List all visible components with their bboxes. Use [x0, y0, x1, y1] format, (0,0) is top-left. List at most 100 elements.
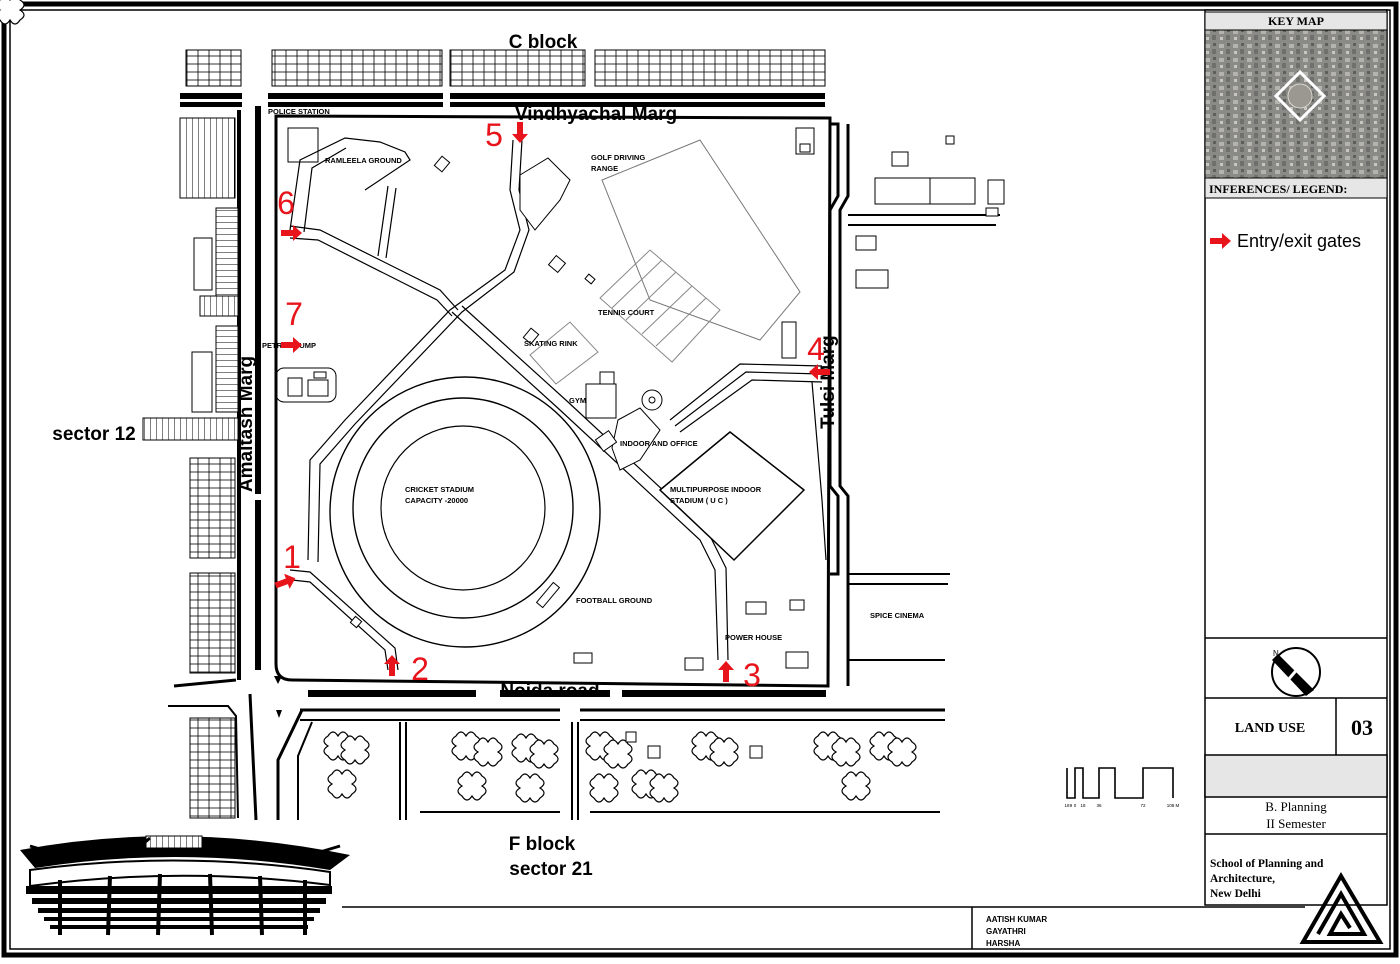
- entry-exit-gates: 1 2 3 4 5 6 7: [274, 117, 830, 693]
- north-arrow-icon: N: [1271, 647, 1321, 697]
- cricket-label-line2: CAPACITY -20000: [405, 496, 468, 505]
- building-block: [179, 117, 236, 199]
- sector-12-label: sector 12: [52, 424, 135, 445]
- football-ground-label: FOOTBALL GROUND: [576, 596, 653, 605]
- school-line1: School of Planning and: [1210, 858, 1324, 870]
- course-line2: II Semester: [1266, 816, 1326, 831]
- road-edge: [255, 106, 261, 494]
- legend-item-gates-label: Entry/exit gates: [1237, 231, 1361, 251]
- c-block-label: C block: [509, 32, 578, 53]
- sector-21-label: sector 21: [509, 859, 593, 880]
- gate-number-2: 2: [411, 651, 429, 687]
- gym-building: [585, 383, 617, 419]
- multipurpose-stadium: [658, 431, 806, 562]
- legend-title: INFERENCES/ LEGEND:: [1209, 182, 1347, 196]
- gate-arrow-icon: [384, 655, 400, 676]
- building-block: [271, 49, 443, 87]
- cricket-label-line1: CRICKET STADIUM: [405, 485, 474, 494]
- building-block: [215, 325, 239, 413]
- scale-label: 0: [1074, 803, 1077, 808]
- road-edge: [255, 500, 261, 670]
- f-block-label: F block: [509, 834, 576, 855]
- spice-cinema-label: SPICE CINEMA: [870, 611, 925, 620]
- tennis-court-label: TENNIS COURT: [598, 308, 655, 317]
- building-block: [142, 417, 239, 441]
- right-panel: KEY MAP INFERENCES/ LEGEND: Entry/exit g…: [1204, 9, 1388, 944]
- road-edge: [450, 93, 825, 99]
- amaltash-marg-label: Amaltash Marg: [236, 356, 257, 492]
- building-block: [189, 572, 236, 674]
- stadium-logo-icon: [20, 835, 350, 936]
- building-block: [193, 237, 213, 291]
- scale-label: 18: [1064, 803, 1070, 808]
- golf-label-line1: GOLF DRIVING: [591, 153, 645, 162]
- police-station-label: POLICE STATION: [268, 107, 330, 116]
- author-2: GAYATHRI: [986, 927, 1026, 936]
- school-line2: Architecture,: [1210, 873, 1275, 885]
- golf-label-line2: RANGE: [591, 164, 618, 173]
- gate-number-4: 4: [807, 331, 825, 367]
- tulsi-marg-label: Tulsi Marg: [818, 335, 839, 429]
- gate-arrow-icon: [512, 122, 528, 143]
- cricket-stadium: [329, 376, 601, 648]
- building-block: [199, 295, 239, 317]
- building-block: [191, 351, 213, 413]
- tree-clusters: [0, 0, 917, 803]
- scale-label: 108 M: [1167, 803, 1180, 808]
- author-3: HARSHA: [986, 939, 1020, 948]
- road-edge: [237, 110, 241, 680]
- gym-label: GYM: [569, 396, 586, 405]
- gate-arrow-icon: [809, 364, 830, 380]
- sheet-number: 03: [1351, 715, 1373, 740]
- gate-arrow-icon: [274, 573, 296, 589]
- power-house-label: POWER HOUSE: [725, 633, 782, 642]
- scale-label: 18: [1080, 803, 1086, 808]
- gate-arrow-icon: [718, 661, 734, 682]
- school-line3: New Delhi: [1210, 888, 1262, 900]
- golf-driving-range: [601, 139, 801, 341]
- skating-rink-label: SKATING RINK: [524, 339, 578, 348]
- gate-number-3: 3: [743, 657, 761, 693]
- red-arrow-icon: [1210, 233, 1231, 249]
- gate-arrow-icon: [281, 337, 302, 353]
- building-block: [189, 717, 236, 819]
- gate-arrow-icon: [281, 225, 302, 241]
- vindhyachal-marg-label: Vindhyachal Marg: [515, 104, 677, 125]
- sheet-title: LAND USE: [1235, 721, 1305, 736]
- road-edge: [180, 93, 242, 99]
- building-block: [185, 49, 242, 87]
- site-boundary: [274, 114, 832, 688]
- scale-label: 72: [1140, 803, 1146, 808]
- north-label: N: [1273, 649, 1279, 658]
- road-edge: [450, 102, 825, 107]
- indoor-office-building: [611, 407, 661, 471]
- gate-number-5: 5: [485, 117, 503, 153]
- road-edge: [180, 102, 242, 107]
- course-line1: B. Planning: [1265, 799, 1327, 814]
- school-logo: [1299, 872, 1384, 944]
- key-map-title: KEY MAP: [1268, 14, 1324, 28]
- power-house-building: [785, 651, 809, 669]
- multipurpose-label-line1: MULTIPURPOSE INDOOR: [670, 485, 762, 494]
- ramleela-ground-label: RAMLEELA GROUND: [325, 156, 402, 165]
- building-block: [215, 207, 239, 299]
- gate-number-1: 1: [283, 539, 301, 575]
- tennis-court: [599, 249, 721, 363]
- building-block: [449, 49, 586, 87]
- gate-number-6: 6: [277, 185, 295, 221]
- noida-road-label: Noida road: [500, 681, 599, 702]
- gate-number-7: 7: [285, 296, 303, 332]
- police-station-building: [287, 127, 319, 163]
- multipurpose-label-line2: STADIUM ( U C ): [670, 496, 728, 505]
- building-block: [594, 49, 826, 87]
- skating-rink: [529, 321, 599, 385]
- map-labels: C block Vindhyachal Marg Amaltash Marg T…: [52, 32, 924, 880]
- road-edge: [268, 93, 443, 99]
- map-area: [0, 0, 1005, 821]
- scale-label: 9: [1070, 803, 1073, 808]
- scale-label: 36: [1096, 803, 1102, 808]
- key-map-site-marker: [1273, 69, 1327, 123]
